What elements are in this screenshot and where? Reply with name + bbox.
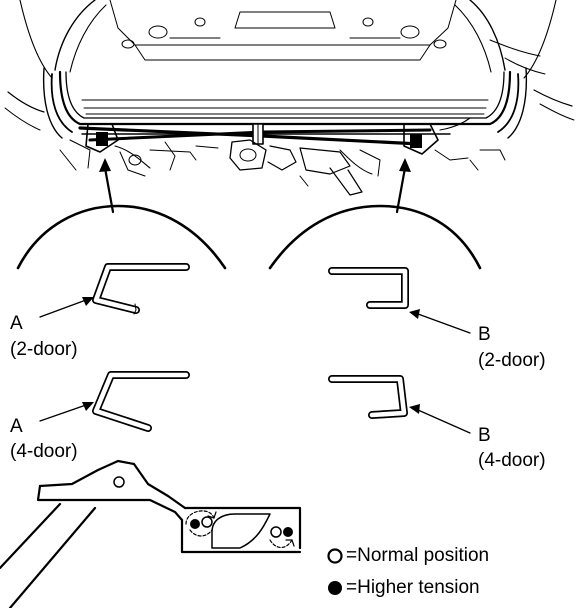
detail-circle-a bbox=[16, 204, 227, 270]
legend-normal-position: =Normal position bbox=[346, 545, 490, 566]
label-b-4door-letter: B bbox=[478, 425, 491, 446]
arrow-head-right bbox=[399, 158, 411, 172]
bar-end-a-2door bbox=[92, 263, 190, 315]
label-b-2door-letter: B bbox=[478, 324, 491, 345]
callout-arrows bbox=[103, 166, 407, 214]
bar-end-b-2door bbox=[328, 267, 409, 309]
leader-lines bbox=[39, 299, 471, 434]
leader-arrow-b-2door bbox=[409, 309, 420, 319]
label-a-4door-variant: (4-door) bbox=[10, 441, 78, 462]
hinge-detail bbox=[0, 459, 302, 608]
leader-arrow-a-2door bbox=[82, 297, 94, 306]
leader-arrow-b-4door bbox=[409, 404, 420, 414]
normal-position-symbol-icon bbox=[327, 548, 343, 564]
detail-circle-b bbox=[268, 204, 482, 270]
bar-end-b-4door bbox=[328, 375, 408, 419]
bar-end-a-4door bbox=[92, 371, 190, 432]
label-a-2door-letter: A bbox=[10, 313, 23, 334]
higher-tension-symbol-icon bbox=[328, 581, 342, 595]
arrow-head-left bbox=[99, 158, 111, 172]
label-b-4door-variant: (4-door) bbox=[478, 450, 546, 471]
label-b-2door-variant: (2-door) bbox=[478, 350, 546, 371]
legend-higher-tension: =Higher tension bbox=[346, 577, 480, 598]
trunk-assembly bbox=[4, 0, 575, 196]
label-a-2door-variant: (2-door) bbox=[10, 339, 78, 360]
label-a-4door-letter: A bbox=[10, 416, 23, 437]
leader-arrow-a-4door bbox=[82, 402, 94, 411]
